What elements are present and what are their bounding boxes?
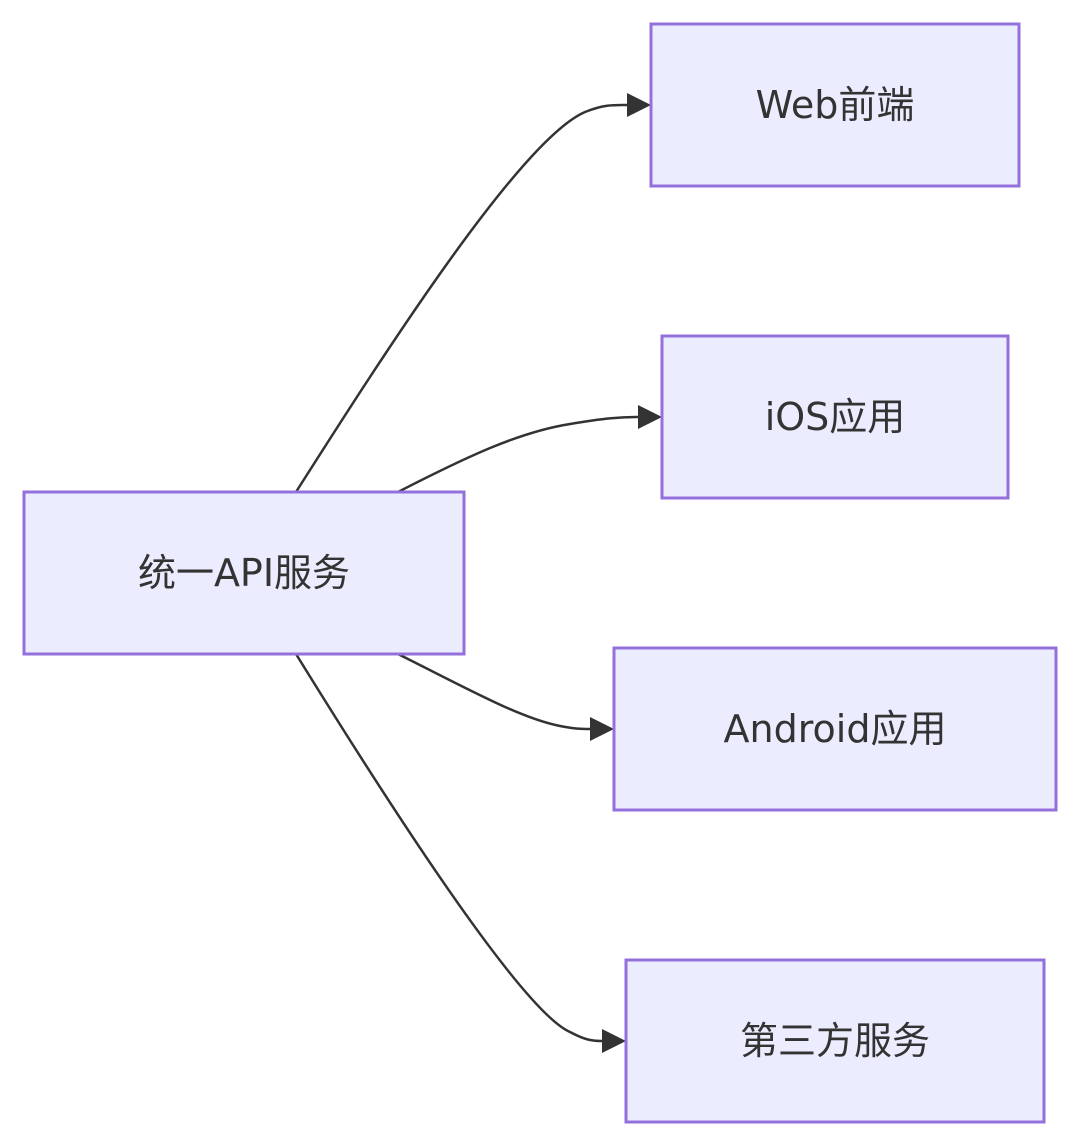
node-label: Web前端 <box>756 83 915 127</box>
arrowhead-web <box>627 93 651 117</box>
node-label: iOS应用 <box>765 395 906 439</box>
node-label: Android应用 <box>724 707 947 751</box>
node-label: 统一API服务 <box>138 551 350 595</box>
edge-api-to-web <box>294 103 629 493</box>
node-web-frontend[interactable]: Web前端 <box>649 22 1021 188</box>
edge-api-to-android <box>397 652 591 731</box>
arrowhead-ios <box>638 405 662 429</box>
node-third-party-service[interactable]: 第三方服务 <box>624 958 1046 1124</box>
arrowhead-android <box>590 717 614 741</box>
edge-api-to-third-party <box>294 653 603 1043</box>
node-label: 第三方服务 <box>740 1019 930 1063</box>
edge-api-to-ios <box>397 415 639 494</box>
node-android-app[interactable]: Android应用 <box>612 646 1058 812</box>
edges <box>294 93 662 1053</box>
arrowhead-third-party <box>602 1029 626 1053</box>
node-ios-app[interactable]: iOS应用 <box>660 334 1010 500</box>
node-unified-api-service[interactable]: 统一API服务 <box>22 490 466 656</box>
